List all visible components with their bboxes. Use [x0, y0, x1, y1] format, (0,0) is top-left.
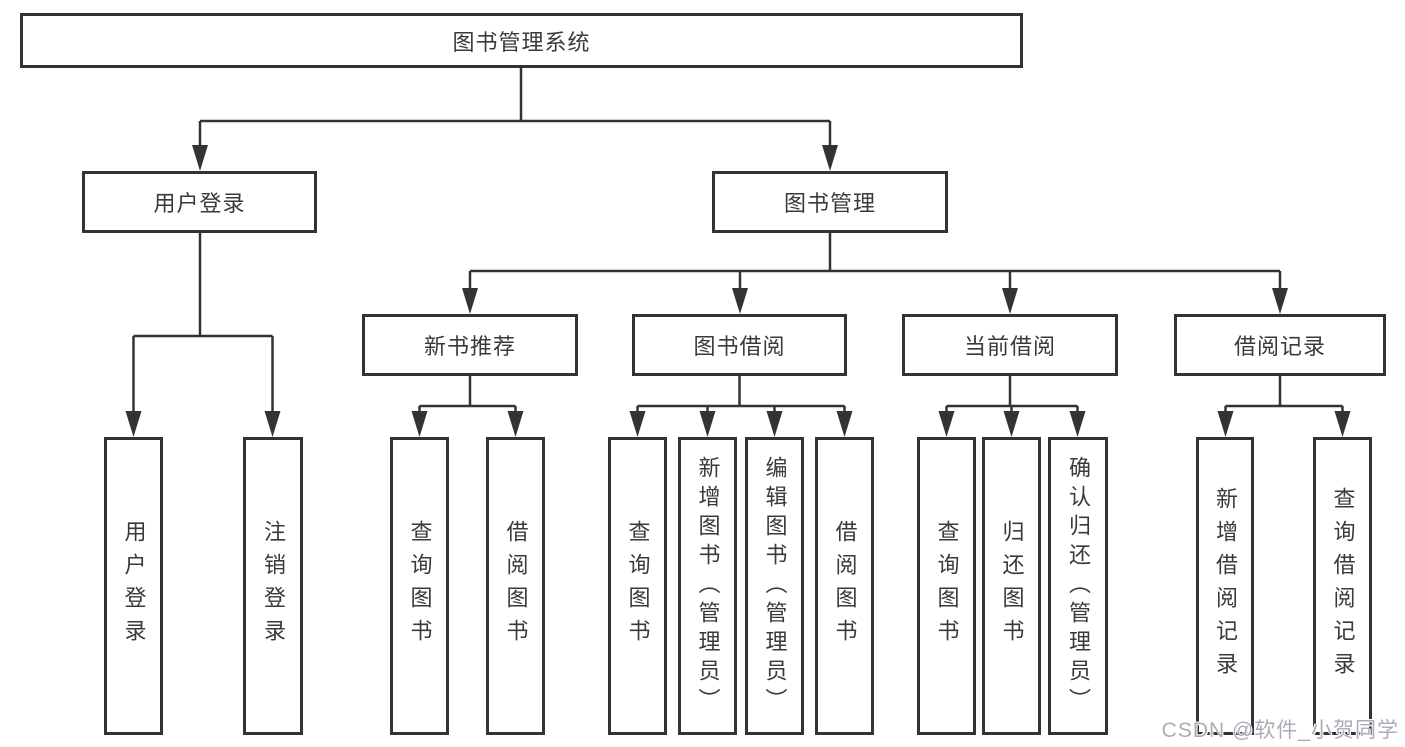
- node-book-management-branch: 图书管理: [712, 171, 948, 233]
- leaf-borrowing-borrow-books: 借阅图书: [815, 437, 874, 735]
- leaf-borrowing-query-books: 查询图书: [608, 437, 667, 735]
- node-label: 借阅图书: [832, 520, 858, 652]
- arrowhead-icon: [1272, 288, 1288, 314]
- arrowhead-icon: [699, 411, 716, 437]
- connector-paths: [132, 68, 1344, 415]
- node-new-book-recommend: 新书推荐: [362, 314, 578, 376]
- leaf-current-confirm-return-admin: 确认归还（管理员）: [1048, 437, 1108, 735]
- leaf-current-query-books: 查询图书: [917, 437, 976, 735]
- node-label: 查询图书: [934, 520, 960, 652]
- connector-borrow-to-leaves: [636, 376, 846, 415]
- node-label: 新增借阅记录: [1213, 487, 1238, 685]
- node-label: 新增图书（管理员）: [695, 455, 721, 717]
- csdn-watermark: CSDN @软件_小贺同学: [1161, 719, 1399, 742]
- arrowhead-icon: [462, 288, 478, 314]
- node-current-borrowing: 当前借阅: [902, 314, 1118, 376]
- leaf-current-return-books: 归还图书: [982, 437, 1041, 735]
- node-label: 新书推荐: [423, 334, 516, 359]
- node-label: 借阅图书: [503, 520, 529, 652]
- arrowhead-icon: [1334, 411, 1351, 437]
- node-label: 当前借阅: [963, 334, 1056, 359]
- leaf-user-login: 用户登录: [104, 437, 163, 735]
- connector-bookmgmt-to-level3: [468, 233, 1282, 292]
- leaf-borrowing-edit-books-admin: 编辑图书（管理员）: [745, 437, 804, 735]
- arrowhead-icon: [1069, 411, 1086, 437]
- connector-root-to-level2: [198, 68, 832, 150]
- arrowhead-icon: [822, 145, 838, 171]
- arrowhead-icon: [264, 411, 281, 437]
- leaf-borrowing-add-books-admin: 新增图书（管理员）: [678, 437, 737, 735]
- leaf-records-add-record: 新增借阅记录: [1196, 437, 1254, 735]
- node-label: 借阅记录: [1233, 334, 1326, 359]
- arrowhead-icon: [1002, 288, 1018, 314]
- arrowheads: [125, 145, 1351, 437]
- node-label: 归还图书: [999, 520, 1025, 652]
- arrowhead-icon: [507, 411, 524, 437]
- node-book-borrowing: 图书借阅: [632, 314, 847, 376]
- node-label: 编辑图书（管理员）: [762, 455, 788, 717]
- node-root: 图书管理系统: [20, 13, 1023, 68]
- node-label: 注销登录: [261, 520, 286, 652]
- connector-current-to-leaves: [945, 376, 1079, 415]
- arrowhead-icon: [732, 288, 748, 314]
- node-label: 查询图书: [625, 520, 651, 652]
- arrowhead-icon: [125, 411, 142, 437]
- node-label: 图书管理系统: [452, 29, 591, 55]
- leaf-records-query-record: 查询借阅记录: [1313, 437, 1372, 735]
- node-label: 查询借阅记录: [1330, 487, 1356, 685]
- leaf-logout: 注销登录: [243, 437, 303, 735]
- node-borrowing-records: 借阅记录: [1174, 314, 1386, 376]
- node-user-login-branch: 用户登录: [82, 171, 317, 233]
- node-label: 用户登录: [153, 191, 246, 216]
- node-label: 查询图书: [407, 520, 433, 652]
- node-label: 图书借阅: [693, 334, 786, 359]
- arrowhead-icon: [766, 411, 783, 437]
- leaf-newbook-borrow-books: 借阅图书: [486, 437, 545, 735]
- arrowhead-icon: [1217, 411, 1234, 437]
- node-label: 用户登录: [121, 520, 147, 652]
- connector-newbook-to-leaves: [418, 376, 517, 415]
- arrowhead-icon: [1003, 411, 1020, 437]
- arrowhead-icon: [411, 411, 428, 437]
- connector-userlogin-to-leaves: [132, 233, 274, 415]
- node-label: 图书管理: [783, 191, 876, 216]
- arrowhead-icon: [629, 411, 646, 437]
- leaf-newbook-query-books: 查询图书: [390, 437, 449, 735]
- arrowhead-icon: [938, 411, 955, 437]
- node-label: 确认归还（管理员）: [1066, 455, 1091, 717]
- arrowhead-icon: [836, 411, 853, 437]
- arrowhead-icon: [192, 145, 208, 171]
- connector-records-to-leaves: [1224, 376, 1344, 415]
